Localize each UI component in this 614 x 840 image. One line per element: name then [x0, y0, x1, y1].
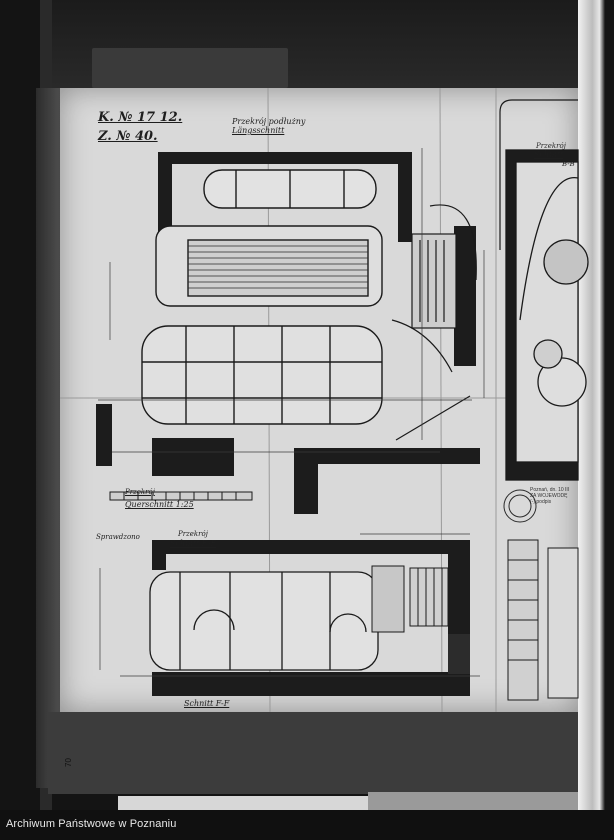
dimension-lines [98, 148, 485, 453]
boiler-tubes [188, 245, 368, 289]
section-ee-label: Schnitt E-E [170, 539, 217, 548]
plan-view-grate [371, 565, 449, 633]
scan-right-edge [578, 0, 614, 810]
side-section-label: Schnitt [534, 150, 564, 159]
plan-dimension-lines [99, 533, 480, 677]
scan-bottom-paper [118, 796, 368, 810]
superheater [391, 233, 471, 441]
side-section-small-label: Przekrój [536, 142, 566, 150]
steam-drum [203, 169, 377, 209]
footer-band [0, 810, 614, 840]
stamp-text: Poznań, dn. 10 III ZA WOJEWODĘ (-) podpi… [530, 487, 569, 505]
stamp-line: (-) podpis [530, 499, 552, 505]
stamp-line: Poznań, dn. 10 III [530, 487, 570, 493]
stamp-line: ZA WOJEWODĘ [530, 493, 568, 499]
plan-view-boiler [149, 571, 379, 671]
cross-section-label: Przekrój [125, 488, 155, 496]
scan-mat-tab [92, 48, 288, 88]
water-tube-boiler [155, 225, 383, 307]
side-section-bb-label: B-B [562, 160, 575, 168]
side-section-lower [507, 539, 579, 701]
longitudinal-section-title-small: Przekrój podłużny [232, 117, 306, 126]
side-section-view [505, 149, 589, 481]
boiler-drawing [60, 87, 589, 713]
pipe-loop [429, 99, 578, 281]
scan-mat-bottom [48, 712, 578, 794]
archive-credit: Archiwum Państwowe w Poznaniu [6, 818, 177, 830]
sheet-number-label: K. № 17 12. [98, 110, 183, 125]
margin-number: 70 [63, 758, 73, 767]
verified-label: Sprawdzono [96, 533, 140, 541]
section-ee-small-label: Przekrój [178, 530, 208, 538]
section-ff-label: Schnitt F-F [184, 699, 230, 708]
fire-tube-cylinder [141, 325, 383, 425]
scale-bar [109, 491, 253, 501]
z-number-label: Z. № 40. [98, 129, 158, 144]
official-stamp [503, 489, 537, 523]
scan-bottom-paper-dark [368, 792, 578, 810]
cross-section-scale-label: Querschnitt 1:25 [125, 500, 194, 509]
longitudinal-section-title: Längsschnitt [232, 126, 285, 135]
